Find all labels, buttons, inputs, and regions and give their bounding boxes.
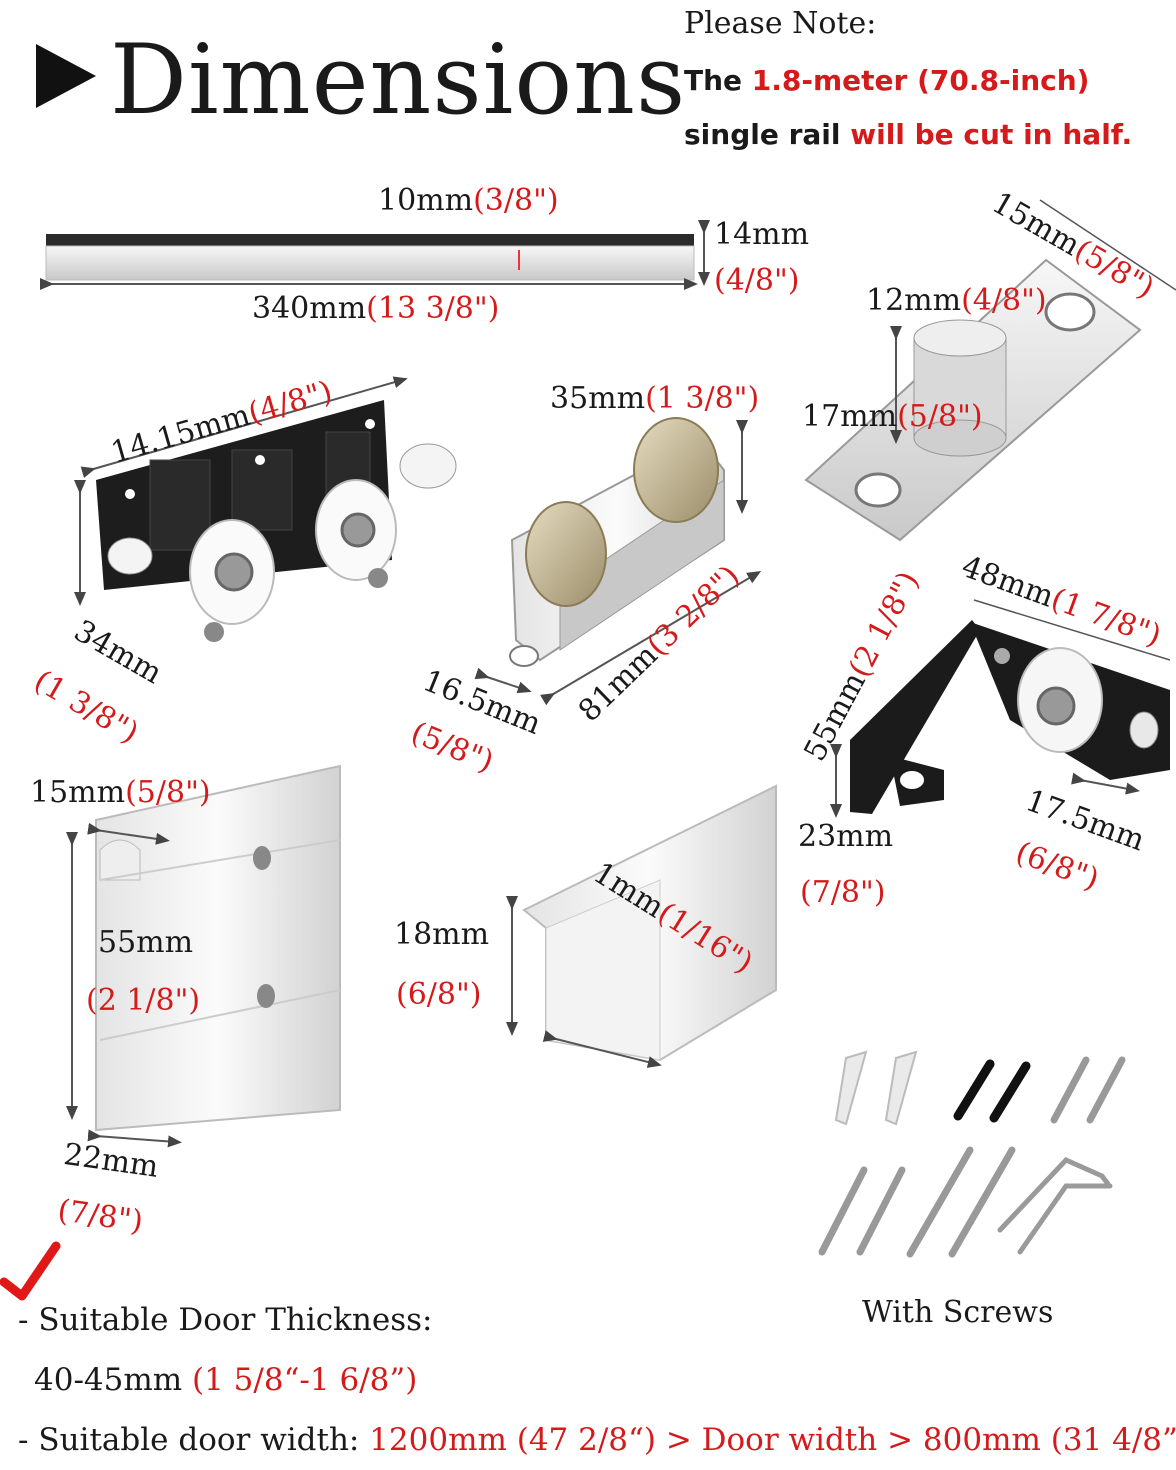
bracket-foot-mm: 23mm [798,819,894,854]
floor-guide-height-in: (6/8") [396,977,482,1012]
roller-height-label: 35mm(1 3/8") [550,381,760,416]
note-line-1: The 1.8-meter (70.8-inch) [684,64,1089,97]
thickness-value: 40-45mm (1 5/8“-1 6/8”) [34,1362,418,1398]
floor-guide-height-mm: 18mm [394,917,490,952]
profile-height-in: (2 1/8") [86,983,201,1018]
note-text: The [684,64,752,97]
arrow-icon [36,44,96,108]
check-icon [0,1241,61,1301]
top-rail [40,220,710,290]
width-spec: - Suitable door width: 1200mm (47 2/8“) … [18,1422,1176,1458]
plate-height-label: 17mm(5/8") [802,399,983,434]
page-title: Dimensions [110,24,687,136]
rail-height-in: (4/8") [714,263,800,298]
profile-top-label: 15mm(5/8") [30,775,211,810]
hanger-assembly [74,376,457,642]
note-highlight: 1.8-meter (70.8-inch) [751,64,1090,97]
guide-plate [804,199,1176,542]
note-heading: Please Note: [684,6,877,41]
note-text: single rail [684,118,851,151]
roller-carriage [474,417,762,706]
rail-height-mm: 14mm [714,217,810,252]
aluminum-profile [66,764,341,1148]
bracket-foot-in: (7/8") [800,875,886,910]
screws-label: With Screws [862,1295,1054,1330]
note-highlight: will be cut in half. [850,118,1133,151]
l-bracket [830,599,1171,818]
floor-guide-channel [506,784,777,1068]
plate-pin-label: 12mm(4/8") [866,283,1047,318]
rail-length-label: 340mm(13 3/8") [252,291,500,326]
note-line-2: single rail will be cut in half. [684,118,1132,151]
screw-kit [818,1050,1126,1258]
rail-width-label: 10mm(3/8") [378,183,559,218]
thickness-label: - Suitable Door Thickness: [18,1302,433,1338]
profile-height-mm: 55mm [98,925,194,960]
